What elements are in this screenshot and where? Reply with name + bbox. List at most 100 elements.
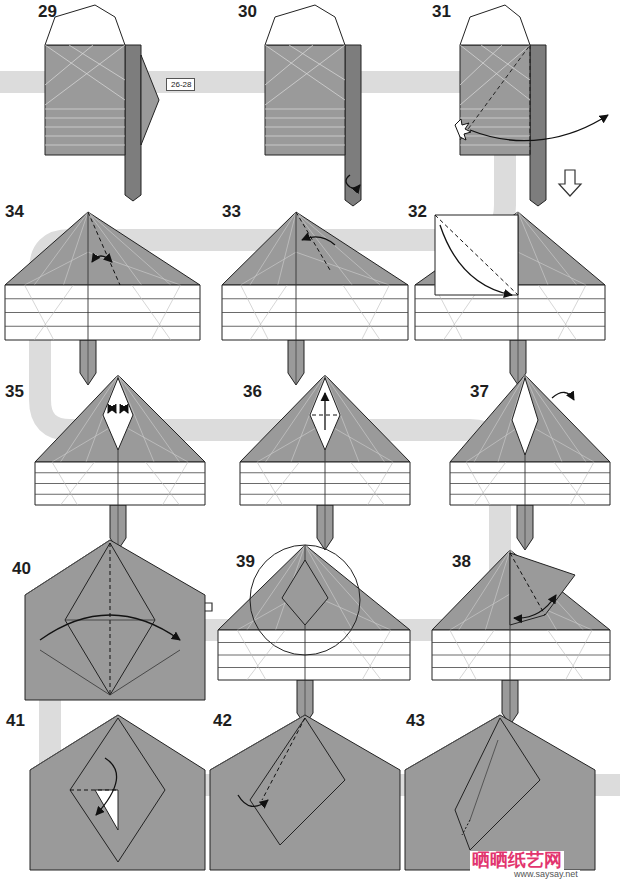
crease-line (257, 423, 325, 462)
crease-line (45, 109, 125, 110)
watermark: 晒晒纸艺网 (470, 851, 564, 871)
crease-line (241, 285, 269, 340)
paper-point (512, 378, 538, 455)
crease-line (163, 462, 189, 505)
crease-line (460, 45, 502, 85)
crease-line (222, 298, 408, 299)
crease-line (5, 312, 200, 313)
crease-line (525, 423, 594, 462)
fold-arrow (346, 175, 360, 188)
crease-line (362, 285, 390, 340)
crease-line (518, 340, 519, 385)
crease-line (250, 285, 287, 340)
step-number: 37 (470, 383, 489, 400)
fold-arrow (302, 237, 335, 245)
crease-line (460, 136, 530, 137)
crease-line (485, 550, 510, 630)
crease-line (5, 298, 200, 299)
crease-line (518, 252, 586, 285)
step-number: 35 (5, 383, 24, 400)
zoom-circle (250, 545, 360, 655)
crease-line (432, 655, 610, 656)
crease-line (64, 212, 89, 285)
fold-arrow (514, 595, 556, 618)
crease-line (510, 550, 583, 630)
crease-line (257, 462, 283, 505)
crease-line (265, 145, 345, 146)
crease-line (88, 252, 181, 285)
crease-line (45, 127, 125, 128)
crease-line (218, 642, 410, 643)
paper-point (460, 5, 530, 45)
crease-line (466, 462, 490, 505)
fold-arrow (92, 256, 112, 262)
crease-line (450, 630, 477, 680)
crease-line (34, 212, 88, 285)
paper-panel (405, 715, 595, 870)
crease-line (45, 145, 125, 146)
crease-line (45, 45, 125, 105)
crease-line (110, 650, 180, 695)
crease-line (510, 680, 511, 725)
crease-line (570, 462, 594, 505)
fold-arrow (238, 795, 268, 806)
step-number: 33 (222, 203, 241, 220)
paper-point (65, 543, 155, 695)
paper-flap (95, 790, 118, 830)
crease-line (558, 285, 587, 340)
crease-line (69, 45, 125, 80)
step-reference: 26-28 (171, 81, 190, 89)
crease-line (351, 462, 385, 505)
crease-line (5, 326, 200, 327)
step-number: 41 (6, 712, 25, 729)
paper-roof (5, 212, 200, 285)
crease-line (296, 212, 330, 270)
crease-line (459, 630, 495, 680)
crease-line (250, 212, 296, 285)
paper-point (265, 5, 345, 45)
crease-line (566, 630, 593, 680)
paper-flap (530, 45, 546, 206)
crease-line (40, 650, 110, 695)
crease-line (35, 494, 205, 495)
crease-line (518, 212, 577, 285)
paper-roof (222, 212, 408, 285)
crease-line (118, 505, 119, 550)
crease-line (554, 462, 586, 505)
crease-line (151, 285, 180, 340)
reference-box: 26-28 (166, 78, 195, 91)
crease-line (118, 423, 188, 462)
crease-line (241, 252, 296, 285)
crease-line (470, 740, 498, 820)
step-number: 39 (236, 553, 255, 570)
crease-line (462, 820, 470, 835)
crease-line (45, 118, 125, 119)
crease-line (450, 483, 610, 484)
crease-line (265, 45, 313, 85)
crease-line (481, 45, 530, 80)
crease-line (415, 298, 605, 299)
crease-line (61, 462, 95, 505)
crease-line (88, 212, 171, 285)
paper-point (70, 718, 165, 862)
crease-line (265, 45, 345, 100)
paper-point (250, 718, 345, 845)
paper-square (435, 215, 518, 295)
paper-stem (317, 505, 333, 550)
crease-line (435, 215, 518, 295)
crease-line (325, 505, 326, 550)
crease-line (222, 312, 408, 313)
paper-point (455, 718, 540, 850)
crease-line (266, 462, 300, 505)
crease-line (343, 630, 381, 680)
crease-line (518, 212, 548, 285)
crease-line (88, 212, 120, 285)
paper-flap (125, 45, 141, 201)
crease-line (237, 630, 266, 680)
crease-line (325, 423, 393, 462)
crease-line (415, 312, 605, 313)
crease-line (415, 326, 605, 327)
crease-line (548, 630, 584, 680)
paper-stem (80, 340, 96, 385)
